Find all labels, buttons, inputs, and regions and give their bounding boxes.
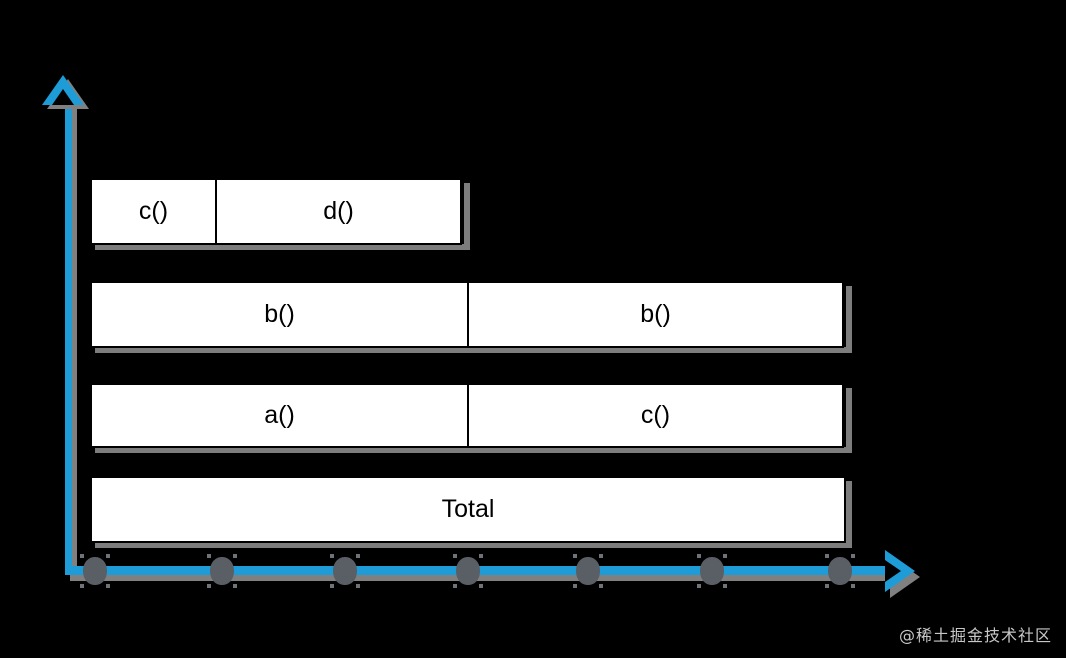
sample-marker-t4[interactable] bbox=[573, 554, 603, 588]
marker-handle-bl[interactable] bbox=[573, 584, 577, 588]
sample-marker-t3[interactable] bbox=[453, 554, 483, 588]
row-shadow-level-3 bbox=[95, 244, 469, 250]
x-axis-line bbox=[65, 566, 895, 575]
flame-cell-label: c() bbox=[640, 401, 671, 429]
marker-dot-icon bbox=[83, 557, 107, 585]
sample-marker-t1[interactable] bbox=[207, 554, 237, 588]
watermark-label: @稀土掘金技术社区 bbox=[898, 626, 1052, 645]
marker-handle-br[interactable] bbox=[233, 584, 237, 588]
flame-row-level-1: a() c() bbox=[90, 383, 844, 448]
row-shadow-right-level-2 bbox=[846, 286, 852, 353]
marker-dot-icon bbox=[576, 557, 600, 585]
marker-handle-tl[interactable] bbox=[207, 554, 211, 558]
row-shadow-right-level-0-total bbox=[846, 481, 852, 548]
sample-marker-t2[interactable] bbox=[330, 554, 360, 588]
marker-handle-tr[interactable] bbox=[233, 554, 237, 558]
x-axis-arrow-inner bbox=[885, 560, 901, 582]
marker-handle-tl[interactable] bbox=[697, 554, 701, 558]
flame-row-level-0-total: Total bbox=[90, 476, 846, 543]
row-shadow-level-1 bbox=[95, 447, 851, 453]
marker-dot-icon bbox=[456, 557, 480, 585]
sample-marker-t6[interactable] bbox=[825, 554, 855, 588]
flame-cell-label: c() bbox=[138, 197, 169, 225]
marker-handle-bl[interactable] bbox=[330, 584, 334, 588]
flame-cell-label: a() bbox=[264, 401, 295, 429]
flame-cell-level-1-0[interactable]: a() bbox=[90, 383, 469, 448]
marker-dot-icon bbox=[210, 557, 234, 585]
marker-handle-br[interactable] bbox=[479, 584, 483, 588]
marker-handle-bl[interactable] bbox=[207, 584, 211, 588]
marker-handle-tl[interactable] bbox=[80, 554, 84, 558]
marker-handle-tr[interactable] bbox=[723, 554, 727, 558]
row-shadow-right-level-1 bbox=[846, 388, 852, 453]
marker-handle-br[interactable] bbox=[723, 584, 727, 588]
flame-cell-level-1-1[interactable]: c() bbox=[467, 383, 844, 448]
marker-handle-tr[interactable] bbox=[356, 554, 360, 558]
y-axis-line bbox=[65, 92, 72, 572]
marker-handle-bl[interactable] bbox=[453, 584, 457, 588]
marker-handle-tr[interactable] bbox=[851, 554, 855, 558]
flame-cell-label: d() bbox=[323, 197, 354, 225]
marker-handle-tr[interactable] bbox=[479, 554, 483, 558]
marker-handle-tr[interactable] bbox=[106, 554, 110, 558]
y-axis-arrow-inner bbox=[52, 89, 74, 105]
marker-handle-bl[interactable] bbox=[697, 584, 701, 588]
flame-cell-level-3-0[interactable]: c() bbox=[90, 178, 217, 245]
x-axis-shadow bbox=[70, 572, 900, 581]
row-shadow-level-0-total bbox=[95, 542, 851, 548]
marker-handle-tl[interactable] bbox=[453, 554, 457, 558]
sample-marker-t5[interactable] bbox=[697, 554, 727, 588]
flame-row-level-2: b() b() bbox=[90, 281, 844, 348]
flame-cell-level-2-0[interactable]: b() bbox=[90, 281, 469, 348]
marker-handle-br[interactable] bbox=[106, 584, 110, 588]
flame-cell-level-2-1[interactable]: b() bbox=[467, 281, 844, 348]
marker-handle-bl[interactable] bbox=[825, 584, 829, 588]
marker-handle-tr[interactable] bbox=[599, 554, 603, 558]
row-shadow-level-2 bbox=[95, 347, 851, 353]
marker-dot-icon bbox=[333, 557, 357, 585]
marker-handle-tl[interactable] bbox=[825, 554, 829, 558]
marker-handle-bl[interactable] bbox=[80, 584, 84, 588]
flame-cell-label: Total bbox=[441, 495, 495, 523]
y-axis-shadow bbox=[70, 96, 77, 576]
marker-handle-br[interactable] bbox=[356, 584, 360, 588]
marker-handle-tl[interactable] bbox=[573, 554, 577, 558]
marker-handle-br[interactable] bbox=[599, 584, 603, 588]
flame-row-level-3: c() d() bbox=[90, 178, 462, 245]
row-shadow-right-level-3 bbox=[464, 183, 470, 250]
flame-cell-label: b() bbox=[264, 300, 295, 328]
marker-handle-br[interactable] bbox=[851, 584, 855, 588]
flame-cell-level-3-1[interactable]: d() bbox=[215, 178, 462, 245]
flame-cell-label: b() bbox=[640, 300, 671, 328]
marker-handle-tl[interactable] bbox=[330, 554, 334, 558]
marker-dot-icon bbox=[700, 557, 724, 585]
marker-dot-icon bbox=[828, 557, 852, 585]
flame-cell-level-0-total-0[interactable]: Total bbox=[90, 476, 846, 543]
sample-marker-t0[interactable] bbox=[80, 554, 110, 588]
